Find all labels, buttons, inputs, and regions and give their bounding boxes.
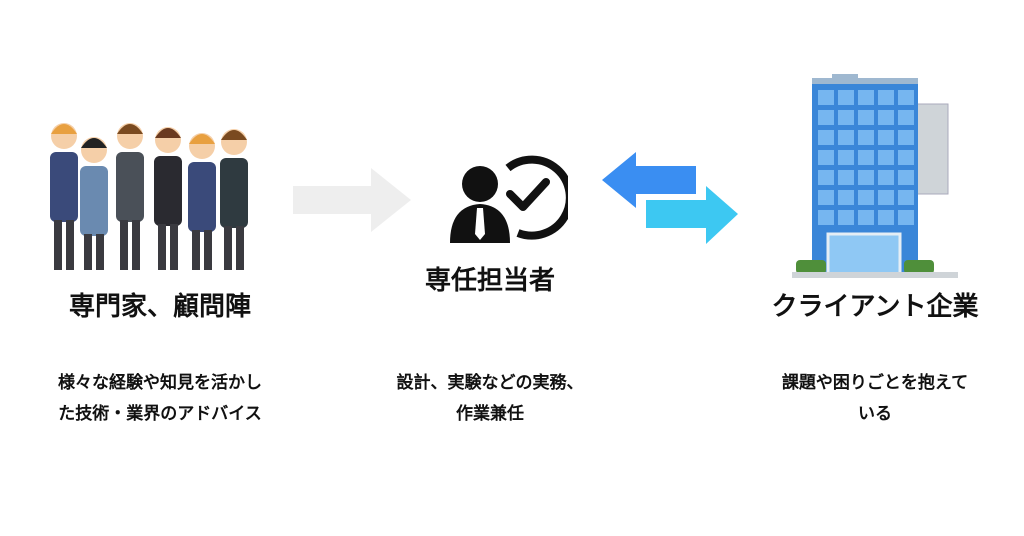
left-arrow <box>602 152 696 208</box>
people-group-icon <box>50 123 248 270</box>
experts-description: 様々な経験や知見を活かし た技術・業界のアドバイス <box>10 368 310 430</box>
dedicated-staff-description: 設計、実験などの実務、 作業兼任 <box>340 368 640 430</box>
desc-line: 課題や困りごとを抱えて <box>781 373 969 393</box>
gray-right-arrow-icon <box>293 168 411 232</box>
experts-title: 専門家、顧問陣 <box>68 292 251 322</box>
person-check-icon <box>450 155 568 243</box>
client-company-description: 課題や困りごとを抱えて いる <box>725 368 1024 430</box>
exchange-arrows-icon <box>602 152 738 244</box>
dedicated-staff-title: 専任担当者 <box>424 266 555 296</box>
right-arrow <box>646 186 738 244</box>
desc-line: た技術・業界のアドバイス <box>58 404 262 424</box>
desc-line: 作業兼任 <box>456 404 524 424</box>
office-building-icon <box>792 74 958 278</box>
desc-line: いる <box>858 404 892 424</box>
desc-line: 設計、実験などの実務、 <box>396 373 584 393</box>
client-company-title: クライアント企業 <box>771 292 979 322</box>
desc-line: 様々な経験や知見を活かし <box>58 373 262 393</box>
